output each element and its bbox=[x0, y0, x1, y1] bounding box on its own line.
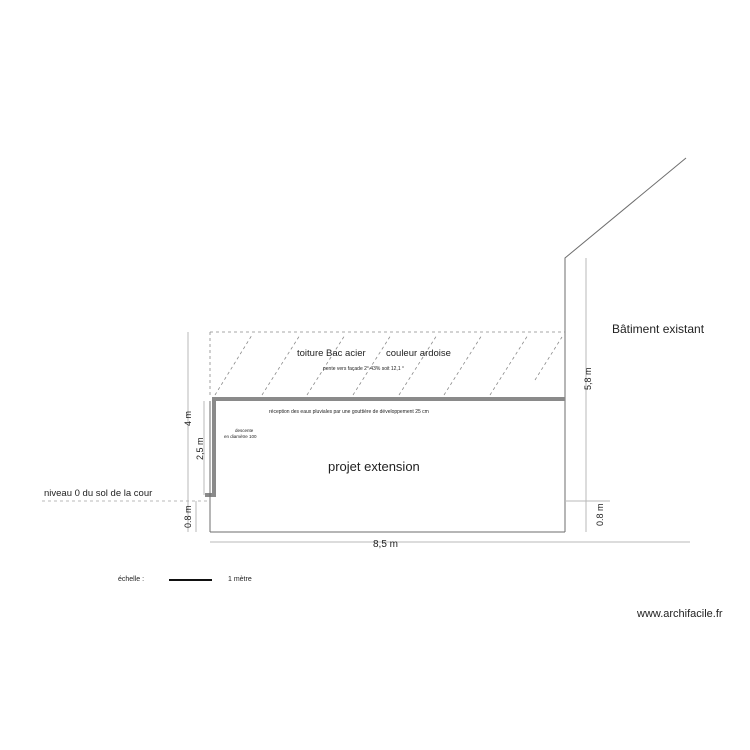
scale-value: 1 mètre bbox=[228, 576, 252, 583]
slope-note: pente vers façade 2° 43% soit 12,1 ° bbox=[323, 366, 404, 372]
downpipe-note-line1: descente bbox=[235, 428, 254, 433]
existing-building-outline bbox=[564, 157, 687, 532]
left-dimensions bbox=[187, 332, 205, 532]
ground-level-label: niveau 0 du sol de la cour bbox=[44, 488, 152, 499]
base-right-label: 0.8 m bbox=[595, 503, 605, 526]
scale-legend: échelle : 1 mètre bbox=[118, 576, 252, 583]
base-left-label: 0.8 m bbox=[183, 505, 193, 528]
roof-zone bbox=[209, 331, 565, 397]
gutter-note: réception des eaux pluviales par une gou… bbox=[269, 409, 429, 415]
website-label: www.archifacile.fr bbox=[636, 608, 723, 620]
roof-label: toiture Bac acier bbox=[297, 348, 366, 359]
extension-walls bbox=[209, 401, 565, 533]
existing-building-label: Bâtiment existant bbox=[612, 322, 705, 336]
roof-color-label: couleur ardoise bbox=[386, 348, 451, 359]
width-dimension-label: 8,5 m bbox=[373, 539, 398, 550]
scale-label: échelle : bbox=[118, 576, 144, 583]
existing-height-label: 5,8 m bbox=[583, 367, 593, 390]
wall-height-label: 2,5 m bbox=[195, 437, 205, 460]
downpipe-note-line2: en diamètre 100 bbox=[224, 434, 257, 439]
total-height-label: 4 m bbox=[183, 411, 193, 426]
project-label: projet extension bbox=[328, 459, 420, 474]
